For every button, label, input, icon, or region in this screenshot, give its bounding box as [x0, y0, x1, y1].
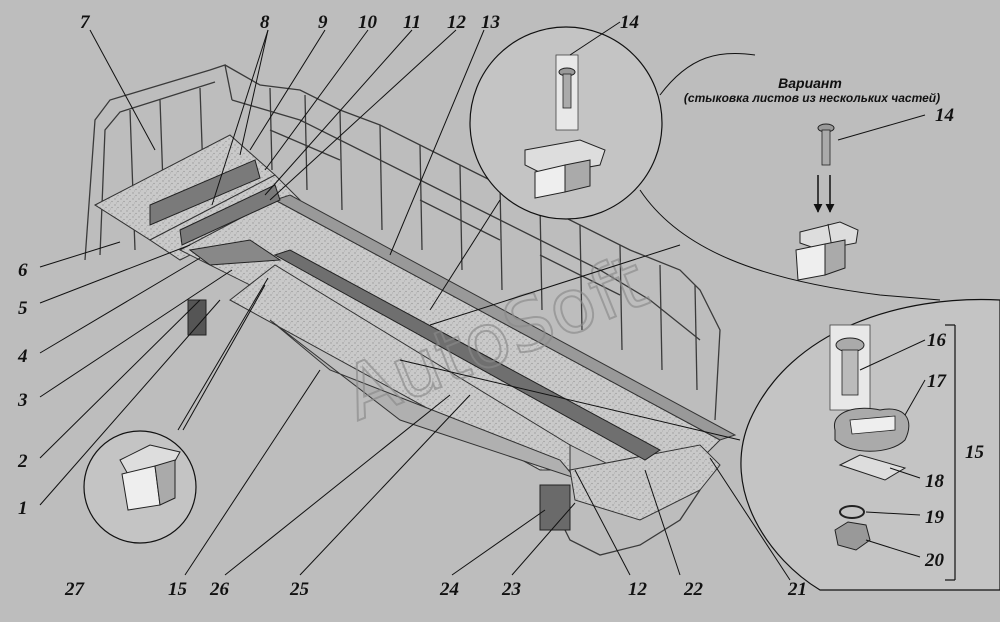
label-1: 1	[18, 498, 28, 519]
label-7: 7	[80, 12, 91, 33]
label-4: 4	[17, 346, 28, 367]
label-14-variant: 14	[935, 105, 954, 126]
callout-labels: 7 8 9 10 11 12 13 14 14 6 5 4 3 2 1 27 1…	[17, 12, 985, 600]
label-18: 18	[925, 471, 945, 492]
detail-arc-15	[740, 298, 1000, 591]
label-12-top: 12	[447, 12, 467, 33]
label-15-bottom: 15	[168, 579, 188, 600]
label-16: 16	[927, 330, 947, 351]
label-15-right: 15	[965, 442, 985, 463]
detail-circle-27	[83, 430, 197, 544]
label-14-detail: 14	[620, 12, 639, 33]
step-panels	[149, 159, 661, 461]
detail-circle-14	[469, 21, 663, 220]
label-10: 10	[358, 12, 378, 33]
variant-area	[639, 52, 941, 301]
label-5: 5	[18, 298, 28, 319]
label-25: 25	[289, 579, 310, 600]
label-21: 21	[787, 579, 807, 600]
label-27: 27	[64, 579, 86, 600]
label-12-bottom: 12	[628, 579, 648, 600]
label-24: 24	[439, 579, 459, 600]
variant-subtitle: (стыковка листов из нескольких частей)	[684, 91, 940, 105]
leader-lines	[39, 29, 926, 581]
label-17: 17	[927, 371, 948, 392]
label-20: 20	[924, 550, 945, 571]
label-8: 8	[260, 12, 270, 33]
label-23: 23	[501, 579, 521, 600]
label-13: 13	[481, 12, 500, 33]
label-11: 11	[403, 12, 421, 33]
label-26: 26	[209, 579, 230, 600]
label-6: 6	[18, 260, 28, 281]
variant-title: Вариант	[778, 75, 842, 91]
label-9: 9	[318, 12, 328, 33]
label-19: 19	[925, 507, 945, 528]
label-2: 2	[17, 451, 28, 472]
label-3: 3	[17, 390, 28, 411]
label-22: 22	[683, 579, 704, 600]
